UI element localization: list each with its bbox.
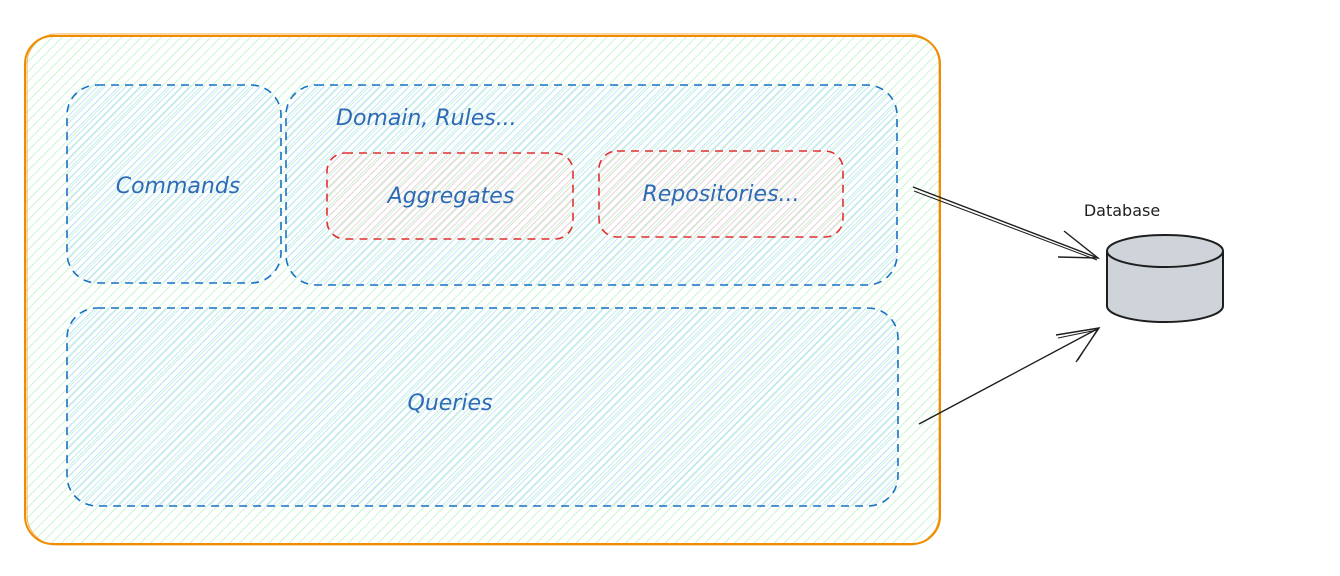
- queries-label: Queries: [408, 391, 493, 416]
- queries-to-database-arrow: [918, 327, 1101, 425]
- database-label: Database: [1084, 201, 1160, 220]
- domain-rules-label: Domain, Rules...: [336, 106, 517, 131]
- queries-box: Queries: [66, 307, 899, 507]
- aggregates-label: Aggregates: [386, 184, 515, 209]
- repositories-label: Repositories...: [642, 182, 799, 207]
- commands-label: Commands: [116, 174, 241, 199]
- domain-to-database-arrow: [912, 186, 1101, 261]
- repositories-box: Repositories...: [598, 150, 844, 238]
- database-icon: [1106, 234, 1224, 323]
- commands-box: Commands: [66, 84, 282, 284]
- aggregates-box: Aggregates: [326, 152, 574, 240]
